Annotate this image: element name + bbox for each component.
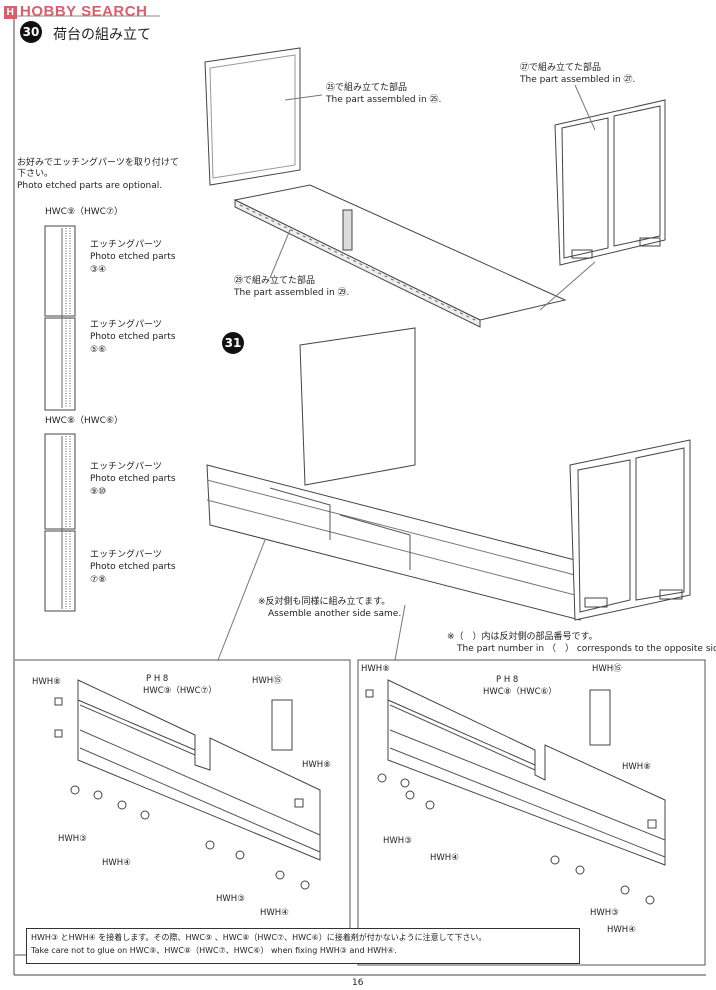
label-hwh3: HWH③ (590, 908, 619, 918)
callout-29-en: The part assembled in ㉙. (234, 288, 350, 298)
label-hwh8: HWH⑧ (302, 760, 331, 770)
etched-en: Photo etched parts (90, 332, 176, 342)
label-ph8: P H 8 (496, 675, 519, 685)
label-hwh4: HWH④ (430, 853, 459, 863)
etched-strip-2 (44, 433, 76, 612)
note-jp: HWH③ とHWH④ を接着します。その際、HWC⑨ 、HWC⑧（HWC⑦、HW… (31, 933, 487, 942)
glue-caution-note: HWH③ とHWH④ を接着します。その際、HWC⑨ 、HWC⑧（HWC⑦、HW… (26, 928, 580, 964)
optional-jp-2: 下さい。 (17, 169, 54, 179)
etched-part-numbers: ⑦⑧ (90, 575, 107, 585)
callout-25-jp: ㉕で組み立てた部品 (326, 83, 408, 93)
logo-icon: H (4, 6, 17, 19)
note-en: Take care not to glue on HWC⑨、HWC⑧（HWC⑦、… (31, 946, 397, 955)
etched-jp: エッチングパーツ (90, 320, 162, 330)
etched-jp: エッチングパーツ (90, 550, 162, 560)
etched-part-numbers: ③④ (90, 265, 107, 275)
front-panel-drawing (204, 47, 301, 186)
label-hwc: HWC⑧（HWC⑥） (483, 687, 557, 697)
optional-jp: お好みでエッチングパーツを取り付けて (17, 158, 179, 168)
callout-27-en: The part assembled in ㉗. (520, 75, 636, 85)
right-side-panel-drawing (365, 679, 666, 905)
label-hwh4: HWH④ (607, 925, 636, 935)
label-hwh8: HWH⑧ (32, 677, 61, 687)
paren-note-jp: ※（ ）内は反対側の部品番号です。 (447, 632, 598, 642)
label-hwh4: HWH④ (102, 858, 131, 868)
other-side-jp: ※反対側も同様に組み立てます。 (258, 597, 391, 607)
strip-1-label: HWC⑨（HWC⑦） (45, 207, 124, 217)
strip-2-label: HWC⑧（HWC⑥） (45, 416, 124, 426)
optional-en: Photo etched parts are optional. (17, 181, 163, 191)
rear-doors-drawing (539, 99, 666, 311)
etched-part-numbers: ⑤⑥ (90, 345, 107, 355)
deck-floor-drawing (233, 184, 567, 328)
step-30-title: 荷台の組み立て (53, 27, 151, 43)
left-side-panel-drawing (54, 679, 321, 890)
page-number: 16 (352, 978, 364, 988)
etched-en: Photo etched parts (90, 474, 176, 484)
assembled-truck-bed-drawing (206, 327, 691, 661)
label-hwh15: HWH⑮ (252, 676, 282, 686)
etched-strip-1 (44, 225, 76, 411)
paren-note-en: The part number in （ ） corresponds to th… (457, 644, 716, 654)
label-hwh15: HWH⑮ (592, 664, 622, 674)
etched-part-numbers: ⑨⑩ (90, 487, 107, 497)
callout-27-jp: ㉗で組み立てた部品 (520, 63, 602, 73)
callout-29-jp: ㉙で組み立てた部品 (234, 276, 316, 286)
callout-25-en: The part assembled in ㉕. (326, 95, 442, 105)
etched-en: Photo etched parts (90, 562, 176, 572)
etched-jp: エッチングパーツ (90, 240, 162, 250)
etched-jp: エッチングパーツ (90, 462, 162, 472)
label-ph8: P H 8 (146, 674, 169, 684)
label-hwh4: HWH④ (260, 908, 289, 918)
etched-en: Photo etched parts (90, 252, 176, 262)
label-hwh8: HWH⑧ (622, 762, 651, 772)
step-31-number: 31 (222, 332, 244, 354)
other-side-en: Assemble another side same. (268, 609, 402, 619)
label-hwc: HWC⑨（HWC⑦） (143, 686, 217, 696)
label-hwh3: HWH③ (216, 894, 245, 904)
label-hwh8: HWH⑧ (361, 664, 390, 674)
step-30-number: 30 (20, 21, 42, 43)
logo-text: HOBBY SEARCH (20, 3, 148, 20)
label-hwh3: HWH③ (383, 836, 412, 846)
label-hwh3: HWH③ (58, 834, 87, 844)
